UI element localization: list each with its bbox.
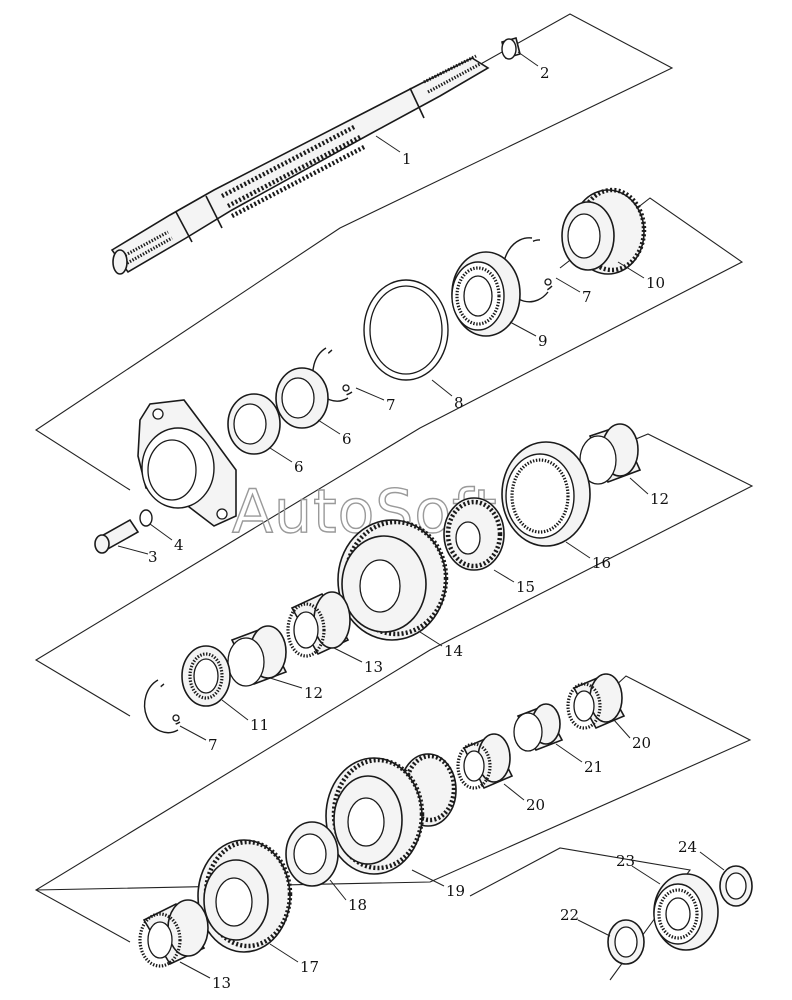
callout-15: 15 — [516, 578, 535, 596]
part-3-bolt — [94, 518, 140, 554]
part-13-needle-bearing-a — [286, 591, 351, 658]
callout-8: 8 — [454, 394, 464, 412]
callout-17: 17 — [300, 958, 319, 976]
callout-7-c: 7 — [208, 736, 218, 754]
callout-22: 22 — [560, 906, 579, 924]
part-8-large-ring — [363, 279, 449, 381]
callout-20-a: 20 — [632, 734, 651, 752]
callout-11: 11 — [250, 716, 269, 734]
callout-4: 4 — [174, 536, 184, 554]
part-12-bushing-b — [227, 625, 288, 687]
callout-23: 23 — [616, 852, 635, 870]
callout-7-b: 7 — [386, 396, 396, 414]
callout-6-a: 6 — [342, 430, 352, 448]
part-6-spacer-a — [275, 367, 329, 429]
callout-2: 2 — [540, 64, 550, 82]
part-20-needle-bearing-b — [456, 733, 514, 790]
part-15-hub — [443, 497, 505, 571]
part-12-bushing-a — [579, 423, 642, 485]
callout-19: 19 — [446, 882, 465, 900]
part-22-washer — [607, 919, 645, 965]
callout-13-a: 13 — [364, 658, 383, 676]
callout-24: 24 — [678, 838, 697, 856]
group-frame-5 — [469, 847, 691, 981]
part-20-needle-bearing-a — [566, 673, 626, 730]
part-1-shaft — [110, 54, 490, 275]
part-18-thrust-washer — [285, 821, 339, 887]
part-7-snap-ring-c — [143, 679, 181, 734]
callout-6-b: 6 — [294, 458, 304, 476]
group-frame-1 — [34, 13, 674, 491]
callout-13-b: 13 — [212, 974, 231, 992]
callout-12-a: 12 — [650, 490, 669, 508]
part-13-needle-bearing-b — [138, 899, 209, 968]
callout-21: 21 — [584, 758, 603, 776]
part-24-washer — [719, 865, 753, 907]
part-14-gear — [337, 519, 449, 641]
part-17-gear — [197, 839, 293, 953]
callout-14: 14 — [444, 642, 463, 660]
callout-3: 3 — [148, 548, 158, 566]
callout-12-b: 12 — [304, 684, 323, 702]
callout-16: 16 — [592, 554, 611, 572]
callout-9: 9 — [538, 332, 548, 350]
part-5-housing — [137, 399, 237, 527]
callouts: 2 1 10 7 9 8 7 6 6 3 4 12 16 15 14 13 12… — [148, 64, 697, 992]
part-11-lock-washer — [181, 645, 231, 707]
part-4-washer — [139, 509, 153, 527]
callout-7-a: 7 — [582, 288, 592, 306]
part-19-cluster-gear — [325, 753, 457, 875]
callout-20-b: 20 — [526, 796, 545, 814]
part-2-bushing — [501, 37, 521, 60]
callout-10: 10 — [646, 274, 665, 292]
callout-1: 1 — [402, 150, 412, 168]
part-9-bearing — [451, 251, 521, 337]
part-23-ball-bearing — [653, 873, 719, 951]
part-10-gear — [561, 187, 647, 275]
leader-lines — [117, 51, 725, 979]
part-6-spacer-b — [227, 393, 281, 455]
part-21-bushing — [513, 703, 564, 752]
callout-18: 18 — [348, 896, 367, 914]
part-16-sleeve — [501, 441, 591, 547]
